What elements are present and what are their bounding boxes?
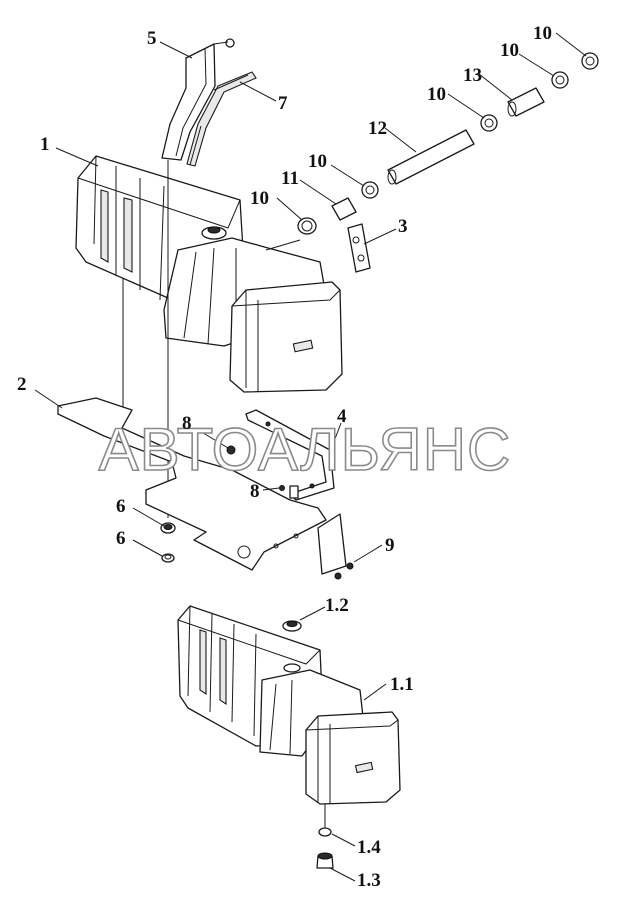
- part-5-strap: [161, 38, 235, 161]
- part-7-rubber-strip: [186, 71, 257, 167]
- callout-12: 12: [368, 118, 387, 139]
- callout-1-2: 1.2: [325, 595, 349, 616]
- part-11-hose: [331, 197, 357, 221]
- part-12-pipe: [387, 129, 475, 185]
- callout-9: 9: [385, 535, 395, 556]
- callout-6-upper: 6: [116, 496, 126, 517]
- part-10-clamp-b: [361, 181, 379, 199]
- part-1-4-washer: [318, 827, 332, 837]
- part-10-clamp-c: [480, 114, 498, 132]
- part-10-clamp-a: [297, 217, 317, 235]
- part-10-clamp-d: [551, 71, 569, 89]
- callout-10-a: 10: [250, 188, 269, 209]
- part-6-nuts: [160, 522, 176, 563]
- part-2-plate: [57, 397, 327, 571]
- callout-1-4: 1.4: [357, 837, 381, 858]
- callout-10-b: 10: [308, 151, 327, 172]
- callout-10-d: 10: [500, 40, 519, 61]
- part-8-bolts: [226, 445, 285, 491]
- callout-6-lower: 6: [116, 528, 126, 549]
- callout-8-lower: 8: [250, 481, 260, 502]
- callout-labels: 1 2 3 4 5 6 6 7 8 8 9 10 10 10 10 10 11 …: [17, 23, 552, 891]
- callout-11: 11: [281, 168, 299, 189]
- callout-2: 2: [17, 374, 27, 395]
- callout-8-upper: 8: [182, 413, 192, 434]
- part-10-clamp-e: [581, 52, 599, 70]
- leader-lines: [34, 32, 587, 882]
- callout-3: 3: [398, 216, 408, 237]
- callout-13: 13: [463, 65, 482, 86]
- callout-1-3: 1.3: [357, 870, 381, 891]
- callout-1: 1: [40, 134, 50, 155]
- callout-10-e: 10: [533, 23, 552, 44]
- hose-assembly: [297, 52, 599, 235]
- callout-1-1: 1.1: [390, 674, 414, 695]
- part-13-hose: [507, 87, 545, 117]
- callout-5: 5: [147, 28, 157, 49]
- watermark-text: АВТОАЛЬЯНС: [99, 416, 512, 483]
- part-3-bracket: [347, 223, 371, 273]
- callout-7: 7: [278, 93, 288, 114]
- part-9-guard: [317, 513, 354, 580]
- part-1-tank: [75, 155, 343, 518]
- part-1-1-tank: [177, 605, 401, 869]
- callout-4: 4: [337, 406, 347, 427]
- part-4-bracket: [245, 409, 335, 501]
- callout-10-c: 10: [427, 84, 446, 105]
